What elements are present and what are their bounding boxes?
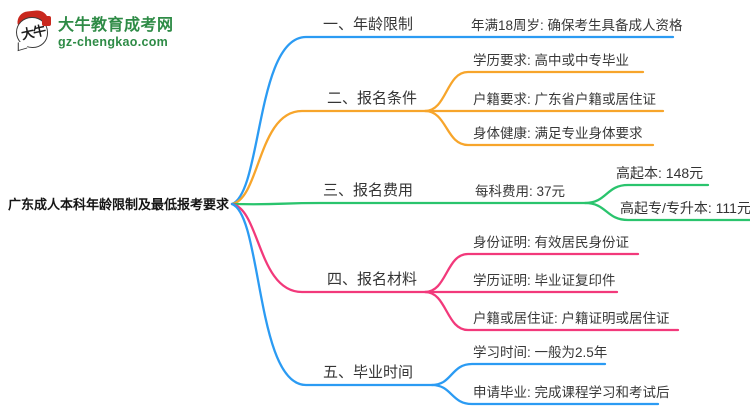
branch-4-child-3-label: 户籍或居住证: 户籍证明或居住证 [473, 311, 670, 326]
branch-1-label: 一、年龄限制 [323, 16, 414, 33]
site-domain: gz-chengkao.com [58, 35, 169, 49]
branch-3-grandchild-2-label: 高起专/专升本: 111元 [620, 200, 750, 216]
branch-1-child-1-label: 年满18周岁: 确保考生具备成人资格 [471, 18, 683, 33]
root-topic: 广东成人本科年龄限制及最低报考要求 [8, 197, 230, 212]
branch-5-child-2-label: 申请毕业: 完成课程学习和考试后 [473, 385, 670, 400]
branch-3-connector [230, 201, 587, 206]
branch-4-label: 四、报名材料 [327, 271, 418, 288]
branch-3-label: 三、报名费用 [323, 182, 414, 199]
branch-2-child-2-label: 户籍要求: 广东省户籍或居住证 [473, 92, 657, 107]
site-name: 大牛教育成考网 [58, 17, 174, 34]
branch-2-child-3-connector [423, 109, 655, 147]
branch-5-connector [230, 202, 434, 387]
branch-2-label: 二、报名条件 [327, 90, 418, 107]
branch-3-grandchild-2-connector [583, 201, 750, 222]
site-logo[interactable]: 大牛 大牛教育成考网 gz-chengkao.com [14, 9, 174, 52]
branch-1-connector [230, 35, 675, 206]
logo-red-seal [42, 16, 51, 26]
branch-4-child-1-label: 身份证明: 有效居民身份证 [473, 235, 630, 250]
logo-text-block: 大牛教育成考网 gz-chengkao.com [58, 11, 174, 49]
branch-5-child-2-connector [430, 383, 660, 406]
branch-4-connector [230, 202, 619, 294]
branch-4-child-2-label: 学历证明: 毕业证复印件 [473, 273, 616, 288]
branch-4-child-1-connector [423, 252, 640, 294]
branch-3-child-1-label: 每科费用: 37元 [475, 184, 566, 199]
branch-5-child-1-connector [430, 362, 607, 387]
branch-2-child-1-connector [423, 70, 645, 113]
branch-3-grandchild-1-label: 高起本: 148元 [616, 165, 704, 181]
daniu-logo-icon: 大牛 [14, 9, 51, 52]
branch-2-connector [230, 109, 665, 206]
branch-2-child-1-label: 学历要求: 高中或中专毕业 [473, 53, 630, 68]
branch-2-child-3-label: 身体健康: 满足专业身体要求 [473, 126, 643, 141]
branch-5-child-1-label: 学习时间: 一般为2.5年 [473, 345, 608, 360]
branch-5-label: 五、毕业时间 [323, 364, 414, 381]
branch-4-child-3-connector [423, 290, 680, 332]
